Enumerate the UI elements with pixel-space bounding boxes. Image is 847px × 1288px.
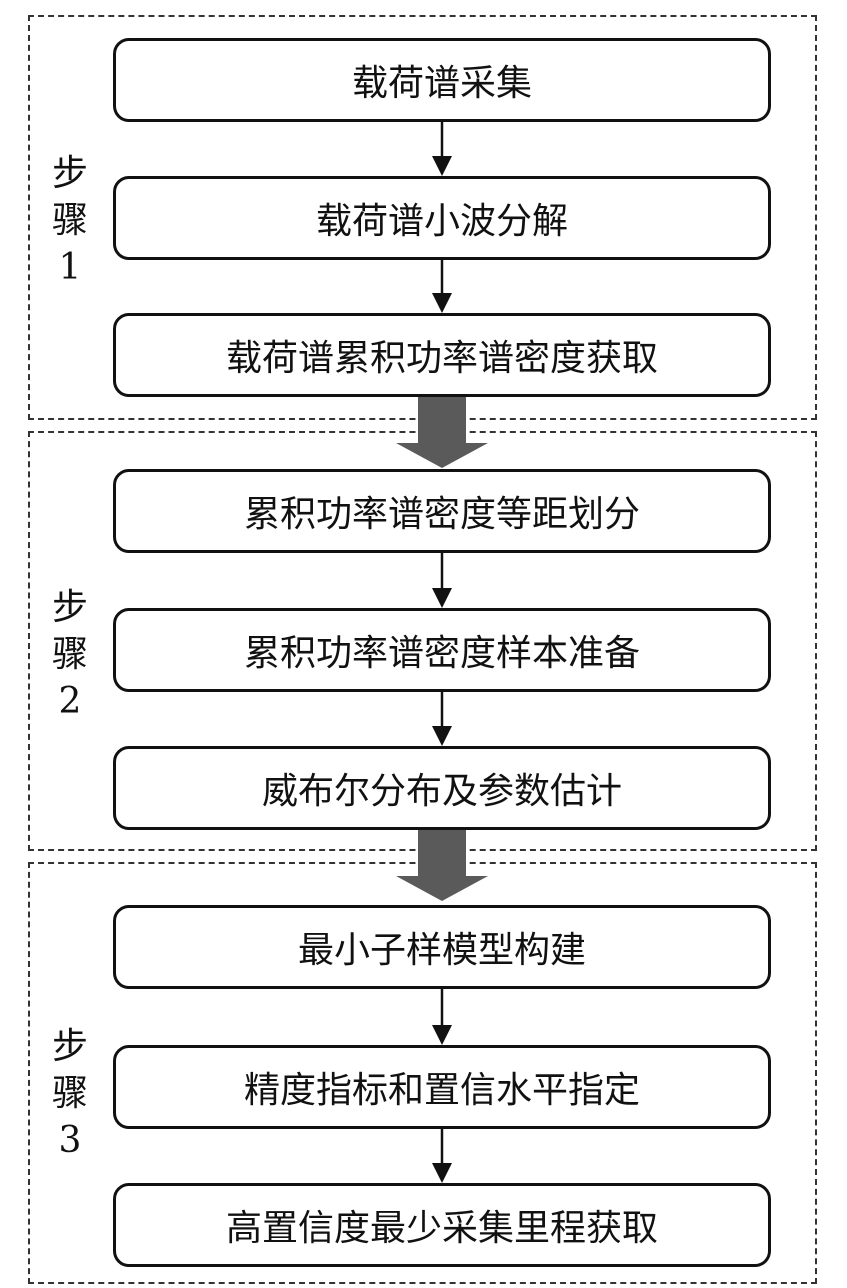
process-box: 最小子样模型构建 [113,905,771,989]
process-box: 高置信度最少采集里程获取 [113,1183,771,1267]
process-box: 载荷谱累积功率谱密度获取 [113,313,771,397]
step-3-label-char: 步 [51,1026,88,1067]
process-box: 载荷谱小波分解 [113,176,771,260]
step-2-label-char: 骤 [51,634,88,675]
process-box: 威布尔分布及参数估计 [113,746,771,830]
step-2-label-char: 步 [51,587,88,628]
process-box: 累积功率谱密度样本准备 [113,608,771,692]
process-box: 载荷谱采集 [113,38,771,122]
step-1-label-char: 步 [51,153,88,194]
step-1-label: 步 骤 1 [40,150,100,291]
step-1-label-char: 骤 [51,200,88,241]
step-2-label: 步 骤 2 [40,584,100,725]
step-3-label: 步 骤 3 [40,1023,100,1164]
process-box: 累积功率谱密度等距划分 [113,469,771,553]
step-2-label-char: 2 [58,681,82,722]
step-1-label-char: 1 [58,247,82,288]
step-3-label-char: 3 [58,1120,82,1161]
process-box: 精度指标和置信水平指定 [113,1045,771,1129]
step-3-label-char: 骤 [51,1073,88,1114]
